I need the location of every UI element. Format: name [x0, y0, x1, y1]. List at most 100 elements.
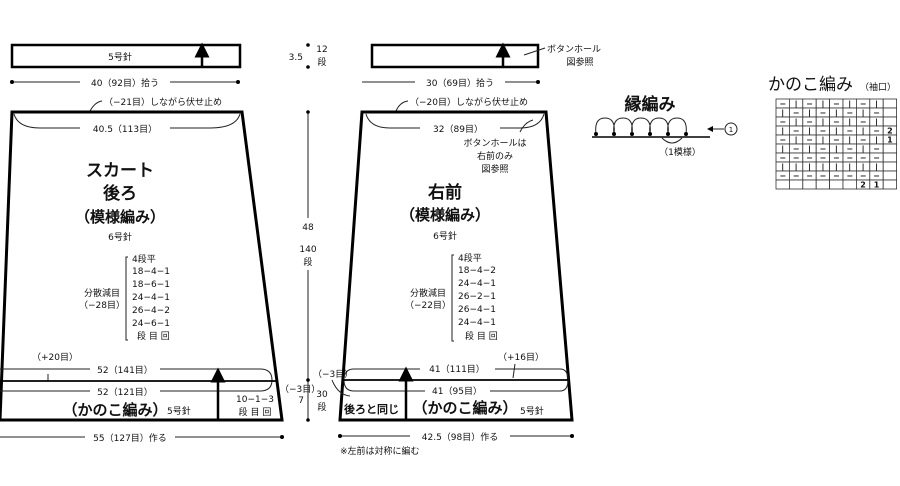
bindoff-label: （−20目）しながら伏せ止め — [410, 96, 528, 108]
hem-needle-label: 5号針 — [520, 405, 544, 417]
purl-symbol: − — [779, 172, 786, 181]
chart-cell — [802, 179, 817, 190]
purl-symbol: − — [860, 100, 867, 109]
purl-symbol: − — [846, 145, 853, 154]
knit-symbol: | — [808, 109, 811, 118]
chart-cell — [882, 98, 898, 109]
purl-symbol: − — [846, 109, 853, 118]
chart-cell — [775, 179, 790, 190]
edging-loops — [595, 117, 687, 135]
purl-symbol: − — [806, 100, 813, 109]
hem-needle-label: 5号針 — [167, 405, 191, 417]
knit-symbol: | — [821, 100, 824, 109]
knit-symbol: | — [808, 127, 811, 136]
needle-label: 6号針 — [433, 230, 457, 242]
knit-symbol: | — [795, 163, 798, 172]
side-minus-label: （−3目） — [280, 384, 320, 395]
purl-symbol: − — [820, 172, 827, 181]
bindoff-label: （−21目）しながら伏せ止め — [104, 96, 222, 108]
decrease-schedule: 4段平 18−4−2 24−4−1 26−2−1 26−4−1 24−4−1 段… — [458, 252, 498, 342]
chart-cell — [882, 116, 898, 127]
hem-pattern-label: （かのこ編み） — [62, 401, 167, 419]
decrease-count: （−22目） — [405, 300, 451, 311]
knit-symbol: | — [862, 163, 865, 172]
pattern-label: （模様編み） — [400, 206, 490, 224]
panel-title: スカート — [86, 161, 154, 181]
purl-symbol: − — [873, 154, 880, 163]
symbol-grid: −|−|−|−||−|−|−|−−|−|−|−||−|−|−|−2−|−|−|−… — [775, 98, 898, 190]
width-upper-label: 52（141目） — [97, 365, 153, 376]
purl-symbol: − — [806, 154, 813, 163]
svg-text:26−4−2: 26−4−2 — [132, 306, 170, 316]
purl-symbol: − — [820, 127, 827, 136]
knit-symbol: | — [835, 145, 838, 154]
purl-symbol: − — [873, 109, 880, 118]
back-panel-outline — [0, 110, 284, 422]
right-front: ボタンホール 図参照 30（69目）拾う （−20目）しながら伏せ止め 32（8… — [313, 42, 601, 457]
chart-cell — [815, 179, 831, 190]
svg-text:24−4−1: 24−4−1 — [458, 318, 496, 328]
panel-title: 右前 — [428, 182, 462, 203]
pickup-label: 30（69目）拾う — [426, 77, 494, 89]
knit-symbol: | — [848, 136, 851, 145]
width-lower-label: 52（121目） — [97, 387, 153, 398]
knit-symbol: | — [848, 100, 851, 109]
knit-symbol: | — [795, 136, 798, 145]
chart-title: かのこ編み — [768, 75, 853, 95]
purl-symbol: − — [820, 154, 827, 163]
knit-symbol: | — [835, 109, 838, 118]
purl-symbol: − — [833, 136, 840, 145]
knit-symbol: | — [781, 145, 784, 154]
purl-symbol: − — [833, 172, 840, 181]
svg-text:3.5: 3.5 — [289, 53, 303, 63]
knit-symbol: | — [862, 145, 865, 154]
purl-symbol: − — [806, 136, 813, 145]
hem-pattern-label: （かのこ編み） — [412, 399, 517, 417]
knit-symbol: | — [848, 163, 851, 172]
knit-symbol: | — [862, 127, 865, 136]
back-waistband — [10, 43, 242, 69]
chart-cell — [882, 170, 898, 181]
row-number: 1 — [887, 136, 893, 145]
knit-symbol: | — [808, 163, 811, 172]
chart-cell — [882, 143, 898, 154]
purl-symbol: − — [779, 136, 786, 145]
edging-diagram: 縁編み 1 （1模様） — [592, 94, 738, 158]
purl-symbol: − — [860, 136, 867, 145]
chart-cell — [882, 161, 898, 172]
increase-label: （+16目） — [498, 352, 544, 363]
cast-on-label: 42.5（98目）作る — [422, 431, 499, 443]
front-panel-outline — [338, 110, 574, 422]
knit-symbol: | — [781, 109, 784, 118]
purl-symbol: − — [820, 109, 827, 118]
side-minus-label: （−3目） — [313, 369, 353, 380]
side-decrease-unit: 段 目 回 — [239, 406, 272, 418]
svg-text:24−4−1: 24−4−1 — [132, 293, 170, 303]
purl-symbol: − — [860, 172, 867, 181]
knit-symbol: | — [821, 163, 824, 172]
pattern-label: （模様編み） — [75, 208, 165, 226]
buttonhole-note: ボタンホール — [547, 44, 601, 55]
knit-symbol: | — [781, 163, 784, 172]
band-needle-label: 5号針 — [108, 51, 132, 63]
knit-symbol: | — [862, 109, 865, 118]
decrease-label: 分散減目 — [84, 287, 120, 299]
svg-text:26−2−1: 26−2−1 — [458, 292, 496, 302]
svg-text:右前のみ: 右前のみ — [477, 150, 513, 162]
edging-title: 縁編み — [625, 94, 676, 115]
svg-text:ボタンホールは: ボタンホールは — [463, 138, 526, 149]
row-number: 2 — [860, 181, 866, 190]
purl-symbol: − — [873, 145, 880, 154]
svg-text:140: 140 — [299, 245, 316, 255]
svg-text:段: 段 — [303, 256, 312, 268]
svg-text:30: 30 — [316, 390, 328, 400]
svg-text:26−4−1: 26−4−1 — [458, 305, 496, 315]
purl-symbol: − — [860, 118, 867, 127]
svg-text:段: 段 — [317, 401, 326, 413]
svg-text:図参照: 図参照 — [481, 163, 508, 175]
svg-text:4段平: 4段平 — [458, 252, 482, 264]
needle-label: 6号針 — [108, 231, 132, 243]
knit-symbol: | — [808, 145, 811, 154]
purl-symbol: − — [820, 145, 827, 154]
